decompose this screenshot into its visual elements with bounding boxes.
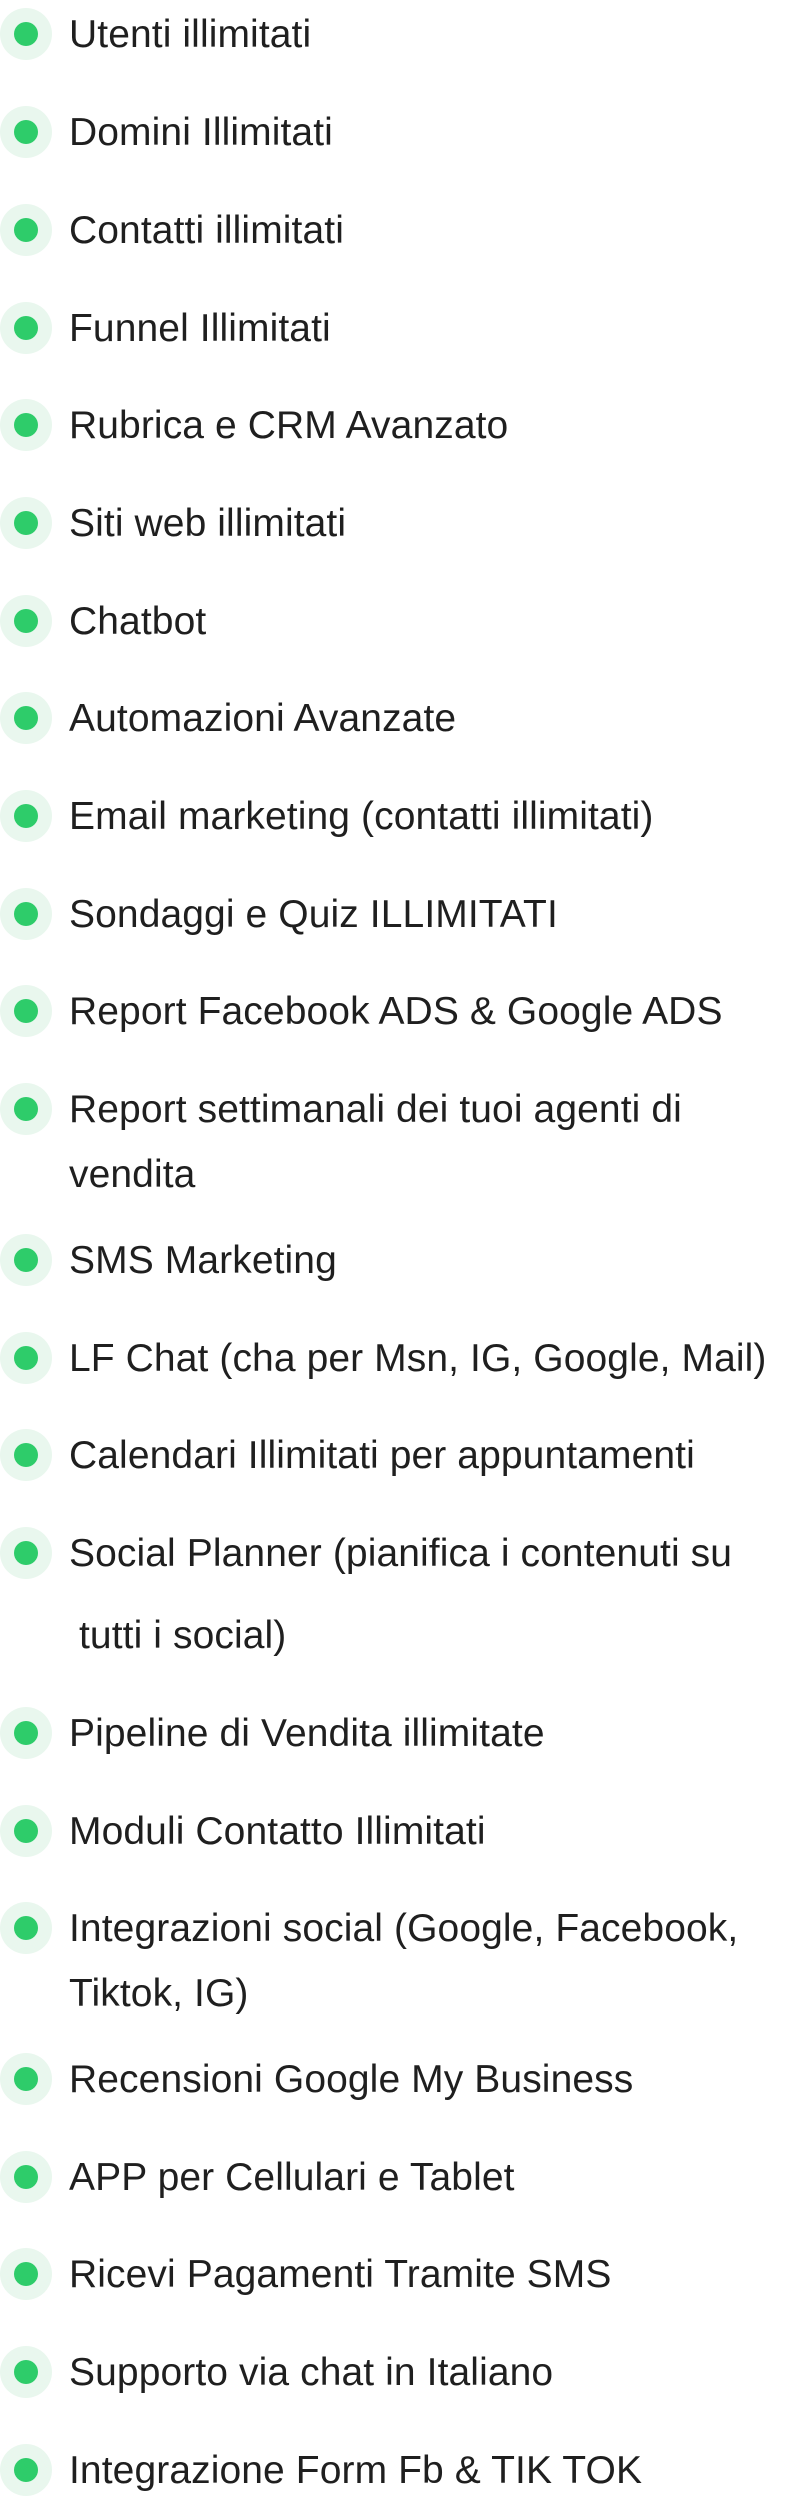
green-dot-icon (0, 1332, 52, 1384)
feature-label: Moduli Contatto Illimitati (69, 1810, 486, 1853)
feature-label-continued: tutti i social) (79, 1614, 287, 1657)
feature-label: Chatbot (69, 600, 207, 643)
feature-label: Integrazioni social (Google, Facebook, (69, 1907, 739, 1950)
green-dot-icon (0, 1234, 52, 1286)
green-dot-icon (0, 106, 52, 158)
feature-label: Utenti illimitati (69, 13, 312, 56)
green-dot-icon (0, 399, 52, 451)
feature-label: Ricevi Pagamenti Tramite SMS (69, 2253, 612, 2296)
green-dot-icon (0, 692, 52, 744)
green-dot-icon (0, 1805, 52, 1857)
feature-label: Siti web illimitati (69, 502, 347, 545)
feature-label: APP per Cellulari e Tablet (69, 2156, 515, 2199)
feature-label: Report settimanali dei tuoi agenti di (69, 1088, 682, 1131)
feature-label: LF Chat (cha per Msn, IG, Google, Mail) (69, 1337, 767, 1380)
green-dot-icon (0, 204, 52, 256)
green-dot-icon (0, 1429, 52, 1481)
green-dot-icon (0, 497, 52, 549)
feature-label: Report Facebook ADS & Google ADS (69, 990, 723, 1033)
feature-label: Recensioni Google My Business (69, 2058, 634, 2101)
feature-label: Funnel Illimitati (69, 307, 331, 350)
green-dot-icon (0, 302, 52, 354)
feature-label: Social Planner (pianifica i contenuti su (69, 1532, 733, 1575)
feature-label: Domini Illimitati (69, 111, 333, 154)
feature-label-continued: Tiktok, IG) (69, 1972, 249, 2015)
feature-label: Integrazione Form Fb & TIK TOK (69, 2449, 643, 2492)
green-dot-icon (0, 2248, 52, 2300)
green-dot-icon (0, 888, 52, 940)
feature-label: Email marketing (contatti illimitati) (69, 795, 654, 838)
green-dot-icon (0, 1527, 52, 1579)
feature-label: SMS Marketing (69, 1239, 337, 1282)
green-dot-icon (0, 2444, 52, 2496)
feature-label: Pipeline di Vendita illimitate (69, 1712, 545, 1755)
green-dot-icon (0, 595, 52, 647)
feature-label: Contatti illimitati (69, 209, 344, 252)
green-dot-icon (0, 1902, 52, 1954)
green-dot-icon (0, 2346, 52, 2398)
green-dot-icon (0, 2151, 52, 2203)
feature-label: Rubrica e CRM Avanzato (69, 404, 509, 447)
green-dot-icon (0, 8, 52, 60)
green-dot-icon (0, 1083, 52, 1135)
feature-label: Calendari Illimitati per appuntamenti (69, 1434, 695, 1477)
green-dot-icon (0, 1707, 52, 1759)
green-dot-icon (0, 985, 52, 1037)
feature-label-continued: vendita (69, 1153, 196, 1196)
feature-label: Sondaggi e Quiz ILLIMITATI (69, 893, 558, 936)
green-dot-icon (0, 790, 52, 842)
green-dot-icon (0, 2053, 52, 2105)
feature-label: Supporto via chat in Italiano (69, 2351, 554, 2394)
feature-label: Automazioni Avanzate (69, 697, 457, 740)
